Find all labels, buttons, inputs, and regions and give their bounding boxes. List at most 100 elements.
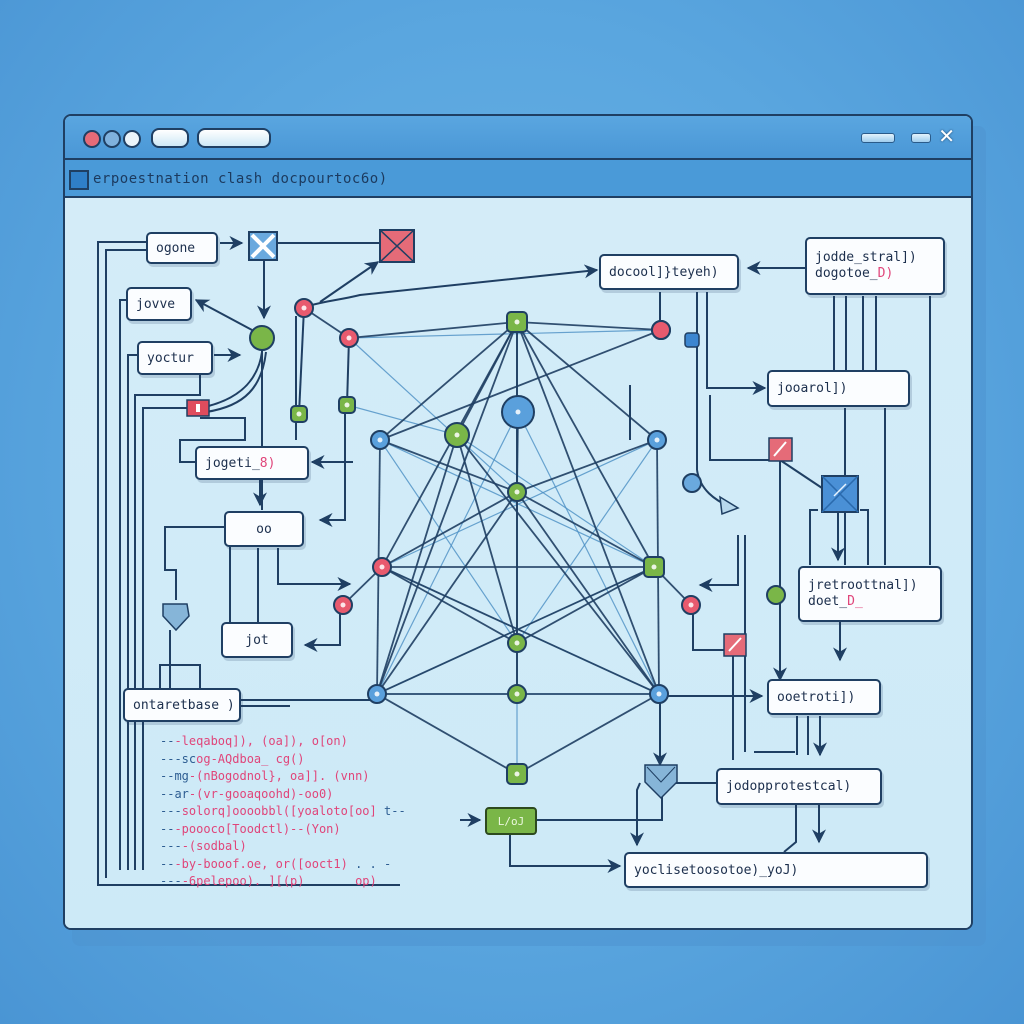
network-edge	[516, 321, 655, 568]
network-nodes	[249, 298, 786, 785]
red-slash-icon-2	[723, 633, 747, 657]
box-yoclisetoo[interactable]: yoclisetoosotoe)_yoJ)	[624, 852, 928, 888]
box-ogone[interactable]: ogone	[146, 232, 218, 264]
node-glyph-icon	[514, 489, 520, 495]
box-oo[interactable]: oo	[224, 511, 304, 547]
funnel-icon-2	[644, 764, 678, 800]
code-line-text: -(nBogodnol}, oa]]. (vnn)	[188, 769, 370, 783]
network-edge	[456, 434, 518, 644]
network-edge	[456, 434, 660, 695]
small-blue-node-icon	[684, 332, 700, 348]
box-jodde[interactable]: jodde_stral]) dogotoe_D)	[805, 237, 945, 295]
network-edge	[381, 439, 658, 568]
network-edge	[376, 566, 655, 695]
network-edge	[516, 321, 658, 441]
code-line-prefix: ---	[160, 874, 182, 888]
box-jovve[interactable]: jovve	[126, 287, 192, 321]
node-glyph-icon	[346, 335, 352, 341]
code-listing: ---leqaboq]), (oa]), o[on)---scog-AQdboa…	[160, 733, 406, 891]
blue-envelope-icon[interactable]	[821, 475, 859, 513]
red-tag-icon	[186, 399, 210, 417]
box-ontaretbase[interactable]: ontaretbase )	[123, 688, 241, 722]
green-action-box[interactable]: L/oJ	[485, 807, 537, 835]
network-edge	[348, 321, 518, 339]
node-glyph-icon	[374, 691, 380, 697]
code-line-prefix: --	[160, 734, 175, 748]
node-glyph-icon	[515, 409, 521, 415]
code-line-text: solorq]oooobbl([yoaloto[oo]	[181, 804, 377, 818]
code-line-prefix: --	[160, 821, 175, 836]
tab-pill-2[interactable]	[197, 128, 271, 148]
network-edge	[346, 337, 350, 406]
box-jodde-line1: jodde_stral])	[815, 250, 917, 265]
network-edge	[516, 491, 660, 695]
connector	[119, 299, 126, 870]
restore-button[interactable]	[861, 133, 895, 143]
box-jodde-line2-main: dogotoe_	[815, 266, 878, 281]
code-line-suffix: . . -	[347, 856, 392, 871]
network-edge	[376, 693, 518, 775]
box-jretroot-line1: jretroottnal])	[808, 578, 918, 593]
box-jodde-line2: dogotoe_D)	[815, 266, 893, 282]
node-glyph-icon	[514, 691, 520, 697]
code-line-text: -(vr-gooaqoohd)-oo0)	[188, 786, 334, 801]
code-line-prefix: ---	[160, 804, 182, 818]
box-jooarol[interactable]: jooarol])	[767, 370, 910, 407]
code-line-text: -poooco[Toodctl)--(Yon)	[174, 821, 341, 836]
node-glyph-icon	[379, 564, 385, 570]
network-edge	[381, 491, 518, 568]
code-line-prefix: --	[160, 856, 175, 871]
box-jodopprotestcal[interactable]: jodopprotestcal)	[716, 768, 882, 805]
code-line-prefix: --mg	[160, 769, 189, 783]
code-line-text: -by-booof.oe, or([ooct1)	[174, 856, 348, 871]
box-jretroot-line2-accent: D_	[847, 594, 863, 609]
network-edge	[376, 411, 519, 695]
box-jot[interactable]: jot	[221, 622, 293, 658]
code-line-prefix: ---	[160, 839, 182, 853]
node-glyph-icon	[651, 564, 657, 570]
code-line-text: -(sodbal)	[181, 839, 247, 853]
title-bar[interactable]: ✕	[65, 116, 971, 160]
close-button[interactable]: ✕	[938, 124, 955, 148]
node-glyph-icon	[344, 402, 350, 408]
minimize-dot-button[interactable]	[103, 130, 121, 148]
network-edges	[298, 307, 692, 775]
x-box-icon[interactable]	[248, 231, 278, 261]
network-edge	[348, 337, 518, 493]
network-node-green[interactable]	[766, 585, 786, 605]
node-glyph-icon	[654, 437, 660, 443]
network-edge	[516, 321, 662, 331]
box-ooetroti[interactable]: ooetroti])	[767, 679, 881, 715]
box-jretroot-line2: doet_D_	[808, 594, 863, 610]
minimize-button[interactable]	[911, 133, 931, 143]
red-slash-icon	[768, 437, 793, 462]
box-jretroot-line2-main: doet_	[808, 594, 848, 609]
network-node-green[interactable]	[249, 325, 275, 351]
code-line-text: og-AQdboa_ cg()	[196, 751, 305, 766]
network-edge	[516, 321, 660, 695]
maximize-dot-button[interactable]	[123, 130, 141, 148]
network-node-red[interactable]	[651, 320, 671, 340]
window-title: erpoestnation clash docpourtoc6o)	[93, 171, 388, 187]
funnel-icon	[162, 603, 190, 632]
triangle-arrow-icon	[719, 495, 740, 516]
code-line-suffix: t--	[376, 804, 406, 818]
node-glyph-icon	[454, 432, 460, 438]
small-blue-circle-icon	[682, 473, 702, 493]
tab-pill-1[interactable]	[151, 128, 189, 148]
close-dot-button[interactable]	[83, 130, 101, 148]
box-docool[interactable]: docool]}teyeh)	[599, 254, 739, 290]
network-edge	[381, 566, 660, 695]
network-edge	[516, 491, 655, 568]
box-jogeti-main: jogeti_	[205, 455, 260, 471]
network-edge	[516, 693, 660, 775]
network-edge	[376, 491, 518, 695]
code-line: --ar-(vr-gooaqoohd)-oo0)	[160, 786, 406, 804]
red-x-box-icon[interactable]	[379, 229, 415, 263]
code-line-text: -6pelepoo). ][(p) op)	[181, 874, 377, 888]
code-line-prefix: ---sc	[160, 751, 197, 766]
box-yoctur[interactable]: yoctur	[137, 341, 213, 375]
box-jretroot[interactable]: jretroottnal]) doet_D_	[798, 566, 942, 622]
box-jogeti[interactable]: jogeti_8)	[195, 446, 309, 480]
node-glyph-icon	[340, 602, 346, 608]
